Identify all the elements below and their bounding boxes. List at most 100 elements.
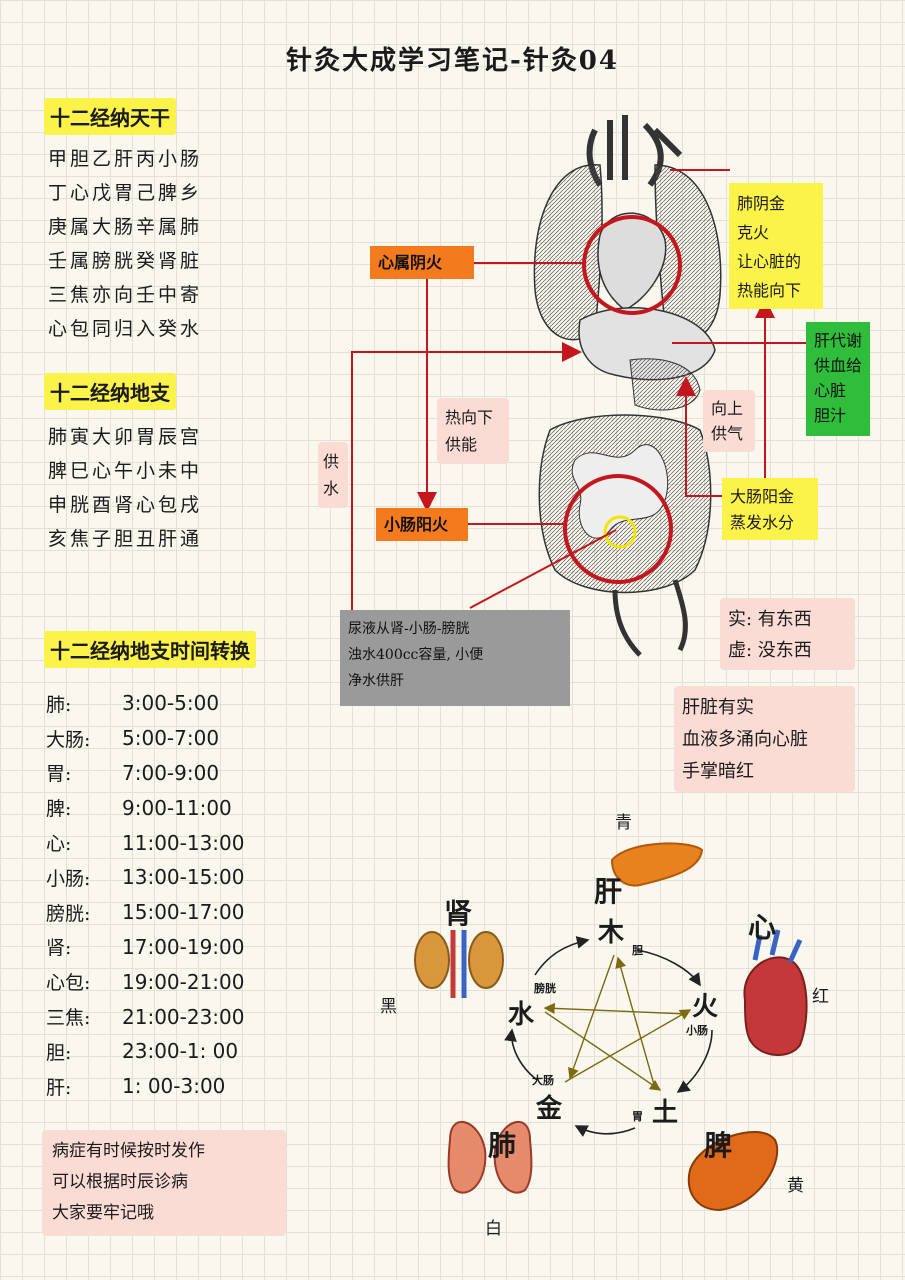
verse-line: 肺寅大卯胃辰宫 <box>48 426 203 448</box>
note-line: 供 <box>323 452 340 471</box>
meridian-name: 肺: <box>46 693 72 716</box>
verse-line: 庚属大肠辛属肺 <box>48 216 203 238</box>
paired-gallbladder: 胆 <box>632 944 643 957</box>
liver-full-note: 肝脏有实 血液多涌向心脏 手掌暗红 <box>674 686 855 792</box>
time-row: 心:11:00-13:00 <box>46 825 245 860</box>
heat-down-note: 热向下 供能 <box>437 398 509 464</box>
time-row: 肾: 17:00-19:00 <box>46 930 245 965</box>
heart-organ-icon <box>743 929 808 1057</box>
time-row: 心包: 19:00-21:00 <box>46 964 245 999</box>
verse-line: 甲胆乙肝丙小肠 <box>48 148 203 170</box>
verse-line: 脾巳心午小未中 <box>48 460 203 482</box>
anatomy-illustration <box>533 115 722 657</box>
meridian-time: 15:00-17:00 <box>122 900 245 925</box>
verse-line: 丁心戊胃己脾乡 <box>48 182 203 204</box>
element-wood: 木 <box>598 918 625 948</box>
note-line: 肝脏有实 <box>682 697 754 718</box>
note-line: 供血给 <box>814 356 863 375</box>
organ-label-kidney: 肾 <box>444 897 473 930</box>
element-earth: 土 <box>652 1098 679 1128</box>
meridian-time: 17:00-19:00 <box>122 934 245 959</box>
note-line: 心脏 <box>814 381 847 400</box>
note-line: 供能 <box>445 435 478 454</box>
meridian-name: 肾: <box>46 937 72 960</box>
verse-line: 心包同归入癸水 <box>48 318 203 340</box>
meridian-name: 胃: <box>46 763 72 786</box>
note-line: 水 <box>323 479 340 498</box>
color-label-right: 红 <box>812 987 829 1007</box>
shi-xu-note: 实: 有东西 虚: 没东西 <box>720 598 855 670</box>
organ-label-lung: 肺 <box>488 1129 517 1162</box>
organ-label-heart: 心 <box>748 911 777 944</box>
meridian-time: 19:00-21:00 <box>122 969 245 994</box>
liver-organ-icon <box>610 842 704 887</box>
meridian-name: 小肠: <box>46 867 91 890</box>
note-line: 肝代谢 <box>814 331 863 350</box>
heart-fire-label: 心属阴火 <box>370 246 474 279</box>
verse-line: 亥焦子胆丑肝通 <box>48 528 203 550</box>
note-line: 热能向下 <box>737 281 802 300</box>
note-line: 向上 <box>711 399 744 418</box>
meridian-time: 13:00-15:00 <box>122 865 245 890</box>
meridian-time: 23:00-1: 00 <box>122 1039 239 1064</box>
bottom-note: 病症有时候按时发作 可以根据时辰诊病 大家要牢记哦 <box>42 1130 286 1236</box>
meridian-time: 1: 00-3:00 <box>122 1074 226 1099</box>
note-line: 尿液从肾-小肠-膀胱 <box>348 621 470 637</box>
urine-note: 尿液从肾-小肠-膀胱 浊水400cc容量, 小便 净水供肝 <box>340 610 570 706</box>
kidney-organ-icon <box>414 930 504 998</box>
meridian-time: 11:00-13:00 <box>122 830 245 855</box>
meridian-time: 5:00-7:00 <box>122 726 220 751</box>
tiangan-verse: 甲胆乙肝丙小肠 丁心戊胃己脾乡 庚属大肠辛属肺 壬属膀胱癸肾脏 三焦亦向壬中寄 … <box>48 142 202 346</box>
meridian-name: 胆: <box>46 1041 72 1064</box>
spleen-organ-icon <box>687 1130 779 1212</box>
meridian-name: 大肠: <box>46 728 91 751</box>
note-line: 大肠阳金 <box>730 487 795 506</box>
meridian-time: 21:00-23:00 <box>122 1004 245 1029</box>
meridian-time: 7:00-9:00 <box>122 760 220 785</box>
section-heading-time: 十二经纳地支时间转换 <box>44 631 256 668</box>
meridian-name: 脾: <box>46 798 72 821</box>
section-heading-dizhi: 十二经纳地支 <box>44 373 176 410</box>
paired-stomach: 胃 <box>632 1110 643 1123</box>
color-label-bottom: 白 <box>485 1219 502 1239</box>
note-line: 手掌暗红 <box>682 761 754 782</box>
time-row: 大肠: 5:00-7:00 <box>46 721 245 756</box>
meridian-name: 膀胱: <box>46 902 91 925</box>
page-title: 针灸大成学习笔记-针灸04 <box>286 46 619 76</box>
note-line: 浊水400cc容量, 小便 <box>348 647 484 663</box>
color-label-bottom-right: 黄 <box>787 1176 804 1196</box>
time-row: 肝: 1: 00-3:00 <box>46 1069 245 1104</box>
verse-line: 申胱酉肾心包戌 <box>48 494 203 516</box>
liver-note: 肝代谢 供血给 心脏 胆汁 <box>806 322 870 436</box>
note-line: 肺阴金 <box>737 194 786 213</box>
organ-label-liver: 肝 <box>594 875 623 908</box>
note-line: 供气 <box>711 424 744 443</box>
meridian-name: 心包: <box>46 972 91 995</box>
color-label-top: 青 <box>615 813 632 833</box>
note-line: 病症有时候按时发作 <box>52 1141 205 1161</box>
note-line: 大家要牢记哦 <box>52 1203 154 1223</box>
lung-organ-icon <box>447 1120 533 1194</box>
time-row: 胆: 23:00-1: 00 <box>46 1034 245 1069</box>
time-table: 肺:3:00-5:00 大肠:5:00-7:00 胃:7:00-9:00 脾:9… <box>46 686 245 1104</box>
paired-small-intestine: 小肠 <box>686 1024 708 1037</box>
note-line: 虚: 没东西 <box>728 640 812 661</box>
meridian-name: 三焦: <box>46 1007 91 1030</box>
large-intestine-metal-note: 大肠阳金 蒸发水分 <box>722 478 818 540</box>
verse-line: 三焦亦向壬中寄 <box>48 284 203 306</box>
supply-water-note: 供 水 <box>318 442 348 508</box>
meridian-name: 肝: <box>46 1076 72 1099</box>
note-line: 热向下 <box>445 408 494 427</box>
element-metal: 金 <box>536 1094 563 1124</box>
verse-line: 壬属膀胱癸肾脏 <box>48 250 203 272</box>
note-line: 净水供肝 <box>348 673 404 689</box>
note-line: 蒸发水分 <box>730 513 795 532</box>
time-row: 小肠: 13:00-15:00 <box>46 860 245 895</box>
element-water: 水 <box>508 1000 535 1030</box>
organ-label-spleen: 脾 <box>704 1129 733 1162</box>
time-row: 三焦: 21:00-23:00 <box>46 999 245 1034</box>
time-row: 胃: 7:00-9:00 <box>46 756 245 791</box>
note-line: 实: 有东西 <box>728 609 812 630</box>
